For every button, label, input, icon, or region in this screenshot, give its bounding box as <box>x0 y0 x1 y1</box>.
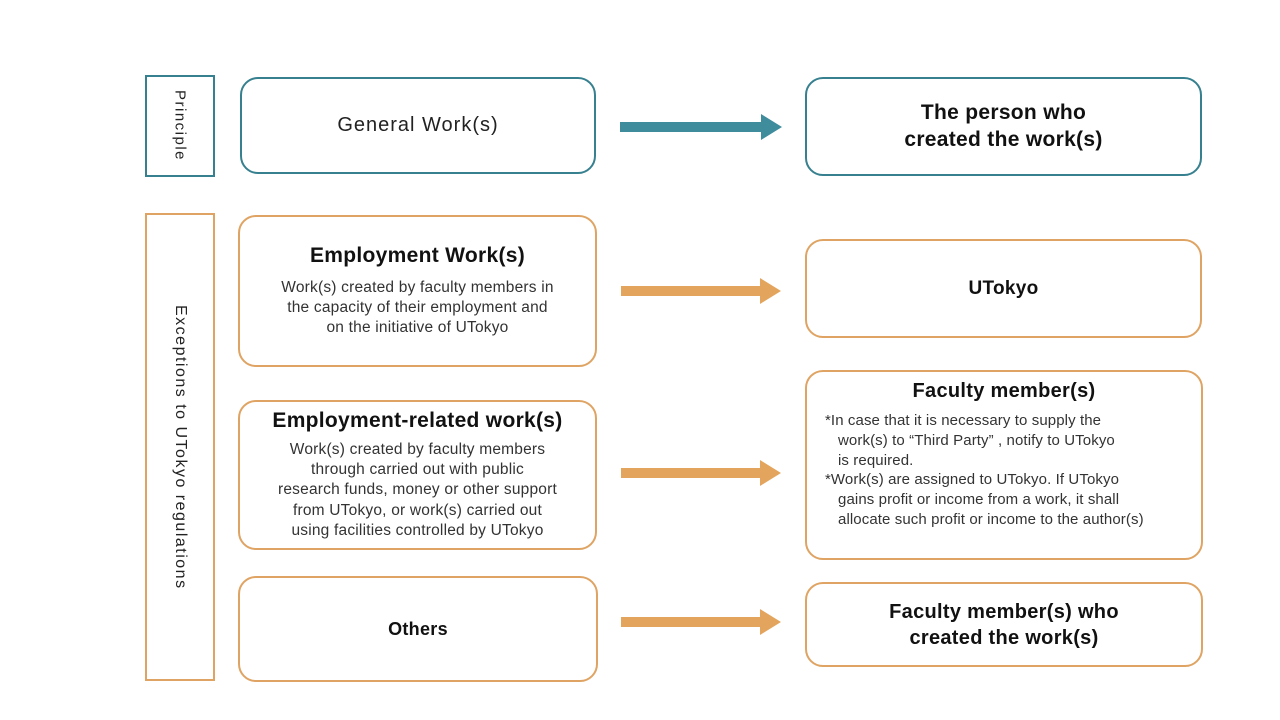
person-created-title: The person who created the work(s) <box>904 100 1103 151</box>
arrow-general-icon <box>620 113 782 141</box>
arrow-head <box>760 609 781 635</box>
faculty-members-box: Faculty member(s) *In case that it is ne… <box>805 370 1203 560</box>
others-box: Others <box>238 576 598 682</box>
arrow-shaft <box>621 617 762 627</box>
arrow-head <box>760 460 781 486</box>
arrow-head <box>761 114 782 140</box>
faculty-note-third-party: *In case that it is necessary to supply … <box>825 412 1115 469</box>
arrow-shaft <box>621 286 762 296</box>
faculty-created-box: Faculty member(s) who created the work(s… <box>805 582 1203 667</box>
arrow-employment-related-icon <box>621 459 781 487</box>
arrow-head <box>760 278 781 304</box>
faculty-members-title: Faculty member(s) <box>912 380 1096 402</box>
faculty-note-assignment: *Work(s) are assigned to UTokyo. If UTok… <box>825 471 1144 528</box>
employment-related-body: Work(s) created by faculty members throu… <box>278 441 557 539</box>
faculty-created-title: Faculty member(s) who created the work(s… <box>889 600 1119 649</box>
principle-category-box: Principle <box>145 75 215 177</box>
arrow-shaft <box>621 468 762 478</box>
employment-works-box: Employment Work(s) Work(s) created by fa… <box>238 215 597 367</box>
utokyo-title: UTokyo <box>968 277 1039 299</box>
exceptions-category-box: Exceptions to UTokyo regulations <box>145 213 215 681</box>
exceptions-label: Exceptions to UTokyo regulations <box>172 304 189 590</box>
general-works-title: General Work(s) <box>337 114 499 136</box>
arrow-others-icon <box>621 608 781 636</box>
principle-label: Principle <box>171 90 189 162</box>
employment-related-title: Employment-related work(s) <box>272 409 563 433</box>
employment-works-title: Employment Work(s) <box>309 243 526 267</box>
person-created-box: The person who created the work(s) <box>805 77 1202 176</box>
arrow-shaft <box>620 122 763 132</box>
faculty-members-notes: *In case that it is necessary to supply … <box>807 403 1201 530</box>
general-works-box: General Work(s) <box>240 77 596 174</box>
others-title: Others <box>388 618 448 639</box>
utokyo-box: UTokyo <box>805 239 1202 338</box>
employment-related-box: Employment-related work(s) Work(s) creat… <box>238 400 597 550</box>
employment-works-body: Work(s) created by faculty members in th… <box>281 278 554 337</box>
arrow-employment-icon <box>621 277 781 305</box>
